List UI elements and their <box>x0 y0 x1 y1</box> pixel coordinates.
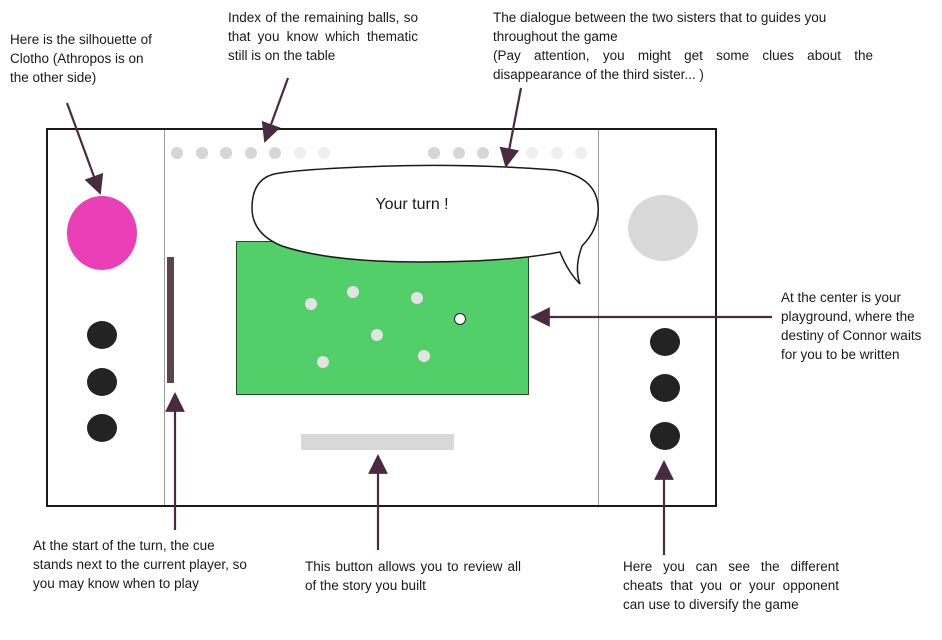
annotation-dialogue: The dialogue between the two sisters tha… <box>493 8 873 84</box>
table-ball[interactable] <box>347 286 359 298</box>
ball-index-dot <box>269 147 281 159</box>
ball-index-dot <box>195 147 208 159</box>
ball-index-dot <box>318 147 330 159</box>
table-ball[interactable] <box>371 329 383 341</box>
ball-index-dot <box>575 147 587 159</box>
table-ball[interactable] <box>418 350 430 362</box>
playground-table[interactable] <box>236 241 529 395</box>
speech-bubble-text: Your turn ! <box>375 196 449 213</box>
ball-index-dot <box>428 147 440 159</box>
table-ball[interactable] <box>305 298 317 310</box>
ball-index-dot <box>293 147 306 159</box>
annotation-silhouette: Here is the silhouette of Clotho (Athrop… <box>10 32 152 85</box>
cue-ball[interactable] <box>454 313 466 325</box>
table-ball[interactable] <box>411 292 423 304</box>
cue-stick[interactable] <box>167 257 174 383</box>
cheat-token-left-1[interactable] <box>87 321 117 349</box>
arrow-ball-index <box>261 77 290 143</box>
ball-index-dot <box>550 147 563 159</box>
left-panel-divider <box>164 130 165 505</box>
ball-index-dot <box>477 147 489 159</box>
cheat-token-right-1[interactable] <box>650 328 680 356</box>
cheat-token-left-3[interactable] <box>87 414 117 442</box>
annotation-dialogue-line2: (Pay attention, you might get some clues… <box>493 48 873 82</box>
annotation-dialogue-line1: The dialogue between the two sisters tha… <box>493 10 827 44</box>
annotation-ball-index: Index of the remaining balls, so that yo… <box>228 10 418 63</box>
arrow-dialogue <box>499 87 523 168</box>
annotation-playground: At the center is your playground, where … <box>781 290 922 362</box>
ball-index-dot <box>452 147 465 159</box>
annotation-cheats: Here you can see the different cheats th… <box>623 559 839 612</box>
arrow-silhouette <box>65 102 104 195</box>
story-review-button[interactable] <box>301 434 454 450</box>
ball-index-dot <box>244 147 257 159</box>
annotation-cue: At the start of the turn, the cue stands… <box>33 538 247 591</box>
annotation-story-button: This button allows you to review all of … <box>305 559 521 593</box>
ball-index-dot <box>171 147 183 159</box>
cheat-token-right-3[interactable] <box>650 422 680 450</box>
ball-index-dot <box>526 147 538 159</box>
ball-index-dot <box>220 147 232 159</box>
clotho-silhouette <box>67 196 137 270</box>
cheat-token-right-2[interactable] <box>650 374 680 402</box>
cheat-token-left-2[interactable] <box>87 368 117 396</box>
athropos-silhouette <box>628 195 698 261</box>
table-ball[interactable] <box>317 356 329 368</box>
